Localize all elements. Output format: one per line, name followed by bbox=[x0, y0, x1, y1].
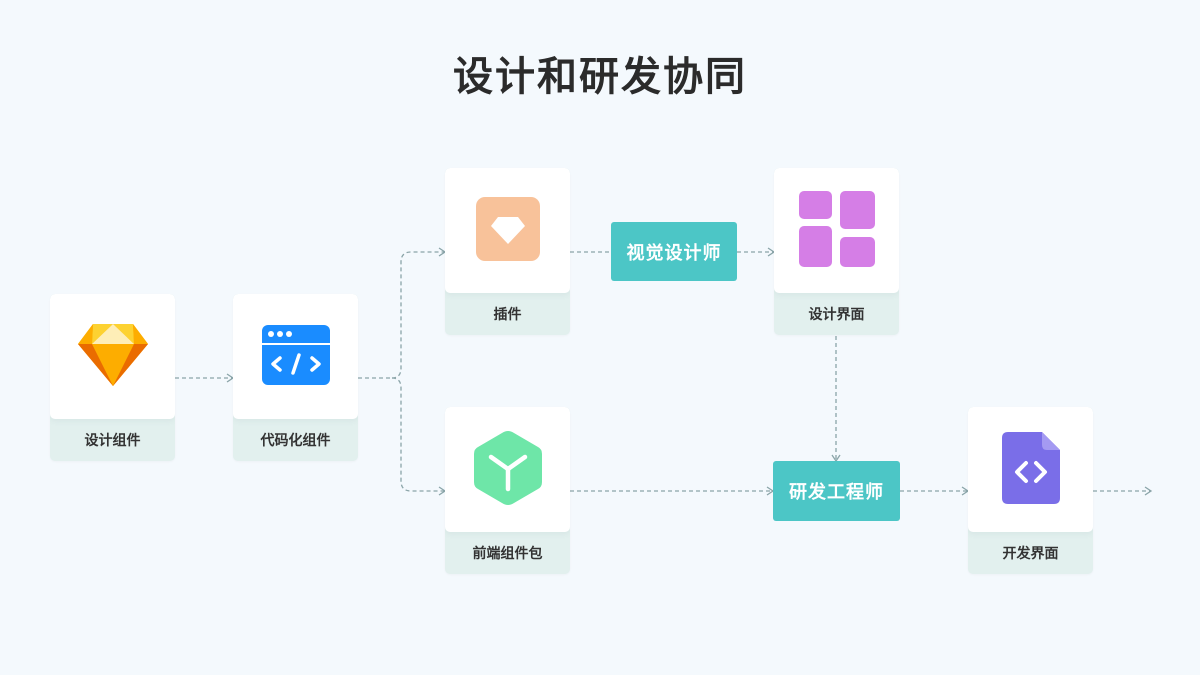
package-cube-icon bbox=[473, 429, 543, 511]
node-label: 插件 bbox=[493, 307, 522, 323]
grid-layout-icon bbox=[798, 190, 875, 271]
code-file-icon bbox=[1001, 431, 1060, 508]
node-design-ui: 设计界面 bbox=[774, 168, 899, 335]
role-visual-designer: 视觉设计师 bbox=[611, 222, 737, 281]
node-label: 设计界面 bbox=[808, 307, 865, 323]
node-label: 开发界面 bbox=[1002, 546, 1059, 562]
node-frontend-package: 前端组件包 bbox=[445, 407, 570, 574]
node-label: 前端组件包 bbox=[472, 546, 543, 562]
code-window-icon bbox=[261, 324, 330, 389]
page-title: 设计和研发协同 bbox=[453, 54, 747, 100]
node-plugin: 插件 bbox=[445, 168, 570, 335]
node-code-components: 代码化组件 bbox=[233, 294, 358, 461]
node-label: 设计组件 bbox=[84, 433, 141, 449]
node-dev-ui: 开发界面 bbox=[968, 407, 1093, 574]
plugin-diamond-icon bbox=[475, 196, 540, 265]
sketch-diamond-icon bbox=[77, 322, 149, 392]
node-label: 代码化组件 bbox=[260, 433, 331, 449]
node-design-components: 设计组件 bbox=[50, 294, 175, 461]
role-engineer: 研发工程师 bbox=[773, 461, 900, 521]
